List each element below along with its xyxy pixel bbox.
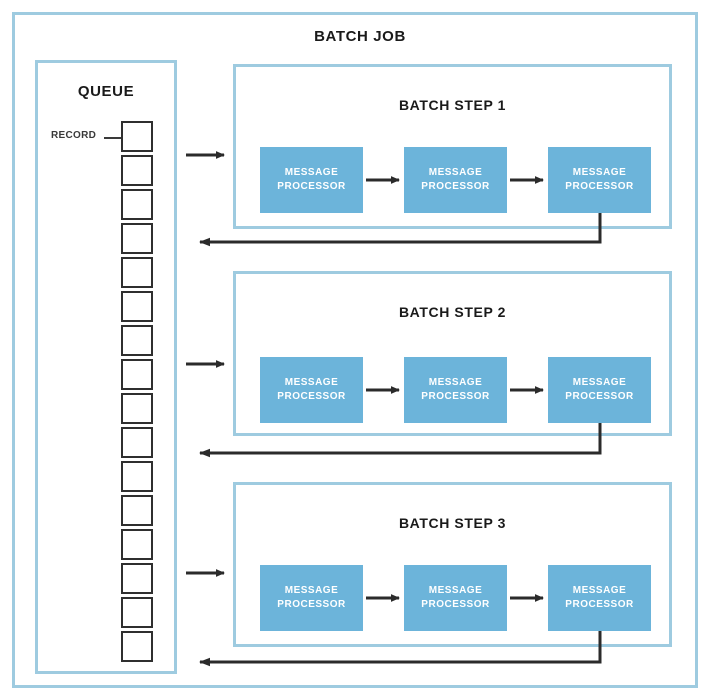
queue-record [121, 359, 153, 390]
message-processor-label-line2: PROCESSOR [565, 599, 634, 610]
queue-record [121, 461, 153, 492]
queue-record [121, 121, 153, 152]
message-processor-label-line2: PROCESSOR [277, 599, 346, 610]
queue-record-stack [121, 121, 155, 665]
message-processor-label-line1: MESSAGE [572, 377, 627, 388]
message-processor: MESSAGE PROCESSOR [260, 565, 363, 631]
message-processor: MESSAGE PROCESSOR [548, 357, 651, 423]
queue-record [121, 597, 153, 628]
queue-container [35, 60, 177, 674]
queue-record [121, 325, 153, 356]
queue-record [121, 393, 153, 424]
queue-record [121, 257, 153, 288]
message-processor: MESSAGE PROCESSOR [404, 565, 507, 631]
message-processor-label-line2: PROCESSOR [421, 181, 490, 192]
message-processor-label-line1: MESSAGE [284, 167, 339, 178]
queue-record [121, 495, 153, 526]
message-processor: MESSAGE PROCESSOR [548, 147, 651, 213]
message-processor-label-line1: MESSAGE [428, 585, 483, 596]
message-processor: MESSAGE PROCESSOR [548, 565, 651, 631]
message-processor-label-line2: PROCESSOR [565, 181, 634, 192]
message-processor-label-line1: MESSAGE [572, 585, 627, 596]
message-processor-label-line2: PROCESSOR [565, 391, 634, 402]
message-processor-label-line1: MESSAGE [428, 167, 483, 178]
message-processor-label-line2: PROCESSOR [277, 181, 346, 192]
message-processor-label-line2: PROCESSOR [421, 391, 490, 402]
queue-record [121, 291, 153, 322]
message-processor-label-line1: MESSAGE [284, 377, 339, 388]
queue-record [121, 223, 153, 254]
record-connector-line [104, 137, 121, 139]
queue-record [121, 563, 153, 594]
queue-record [121, 189, 153, 220]
queue-record [121, 427, 153, 458]
message-processor: MESSAGE PROCESSOR [260, 147, 363, 213]
queue-title: QUEUE [77, 83, 135, 100]
message-processor-label-line2: PROCESSOR [277, 391, 346, 402]
queue-record [121, 155, 153, 186]
message-processor-label-line1: MESSAGE [572, 167, 627, 178]
message-processor: MESSAGE PROCESSOR [404, 147, 507, 213]
message-processor: MESSAGE PROCESSOR [404, 357, 507, 423]
message-processor-label-line1: MESSAGE [428, 377, 483, 388]
batch-step-title: BATCH STEP 3 [398, 515, 507, 531]
batch-step-title: BATCH STEP 2 [398, 304, 507, 320]
message-processor: MESSAGE PROCESSOR [260, 357, 363, 423]
message-processor-label-line1: MESSAGE [284, 585, 339, 596]
queue-record [121, 529, 153, 560]
queue-record [121, 631, 153, 662]
record-label: RECORD [51, 130, 97, 141]
batch-step-title: BATCH STEP 1 [398, 97, 507, 113]
page-title: BATCH JOB [314, 28, 406, 45]
message-processor-label-line2: PROCESSOR [421, 599, 490, 610]
